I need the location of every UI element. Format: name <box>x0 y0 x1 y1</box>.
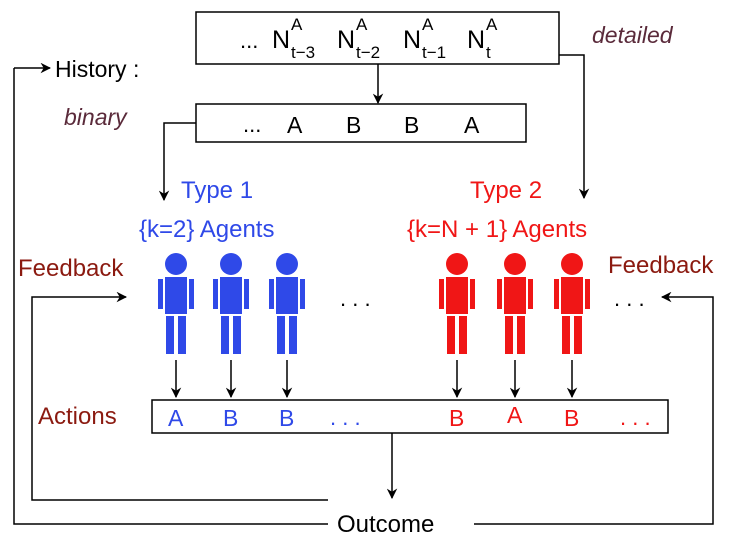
type1-title: Type 1 <box>181 177 253 204</box>
type2-actions-ellipsis: . . . <box>620 405 651 430</box>
type2-action-value: B <box>564 405 579 431</box>
binary-to-type1-arrow <box>158 122 196 202</box>
term-base: N <box>403 26 421 54</box>
type2-subtitle: {k=N + 1} Agents <box>407 216 587 243</box>
type2-agents <box>439 253 590 354</box>
agent-icon <box>269 253 305 354</box>
detailed-label: detailed <box>592 22 674 48</box>
feedback-left-arrow <box>31 291 328 501</box>
type1-action-value: B <box>223 405 238 431</box>
binary-history-value: B <box>346 112 361 138</box>
term-superscript: A <box>356 15 368 34</box>
term-subscript: t−1 <box>422 43 446 62</box>
type2-action-value: A <box>507 402 523 428</box>
binary-history-ellipsis: ... <box>243 112 261 137</box>
term-base: N <box>272 26 290 54</box>
type1-action-value: A <box>168 405 184 431</box>
term-superscript: A <box>422 15 434 34</box>
type1-subtitle: {k=2} Agents <box>139 216 274 243</box>
type1-agents <box>158 253 305 354</box>
agent-action-arrows <box>170 360 578 399</box>
detailed-history-term: NAt−1 <box>403 15 446 62</box>
actions-box <box>151 399 669 434</box>
term-subscript: t <box>486 43 491 62</box>
feedback-right-label: Feedback <box>608 252 714 279</box>
feedback-right-arrow <box>474 291 714 525</box>
type1-agent-ellipsis: . . . <box>340 286 371 311</box>
agent-icon <box>439 253 475 354</box>
outcome-to-history-line <box>13 68 328 525</box>
type2-agent-ellipsis: . . . <box>614 286 645 311</box>
agent-icon <box>497 253 533 354</box>
type2-title: Type 2 <box>470 177 542 204</box>
binary-history-box <box>195 103 527 143</box>
binary-label: binary <box>64 104 128 130</box>
detailed-history-ellipsis: ... <box>240 28 258 53</box>
detailed-history-term: NAt−2 <box>337 15 380 62</box>
term-subscript: t−2 <box>356 43 380 62</box>
feedback-left-label: Feedback <box>18 255 124 282</box>
term-superscript: A <box>486 15 498 34</box>
term-base: N <box>467 26 485 54</box>
agent-icon <box>554 253 590 354</box>
history-label: History : <box>55 56 139 82</box>
type1-action-value: B <box>279 405 294 431</box>
binary-history-value: B <box>404 112 419 138</box>
term-base: N <box>337 26 355 54</box>
detailed-history-term: NAt <box>467 15 498 62</box>
type2-action-value: B <box>449 405 464 431</box>
binary-history-value: A <box>287 112 303 138</box>
term-superscript: A <box>291 15 303 34</box>
type1-actions-ellipsis: . . . <box>330 405 361 430</box>
agent-icon <box>158 253 194 354</box>
binary-history-value: A <box>464 112 480 138</box>
agent-icon <box>213 253 249 354</box>
term-subscript: t−3 <box>291 43 315 62</box>
detailed-history-term: NAt−3 <box>272 15 315 62</box>
actions-label: Actions <box>38 403 117 430</box>
detailed-history-box <box>195 11 560 65</box>
outcome-label: Outcome <box>337 511 434 538</box>
detailed-to-type2-arrow <box>559 54 590 200</box>
